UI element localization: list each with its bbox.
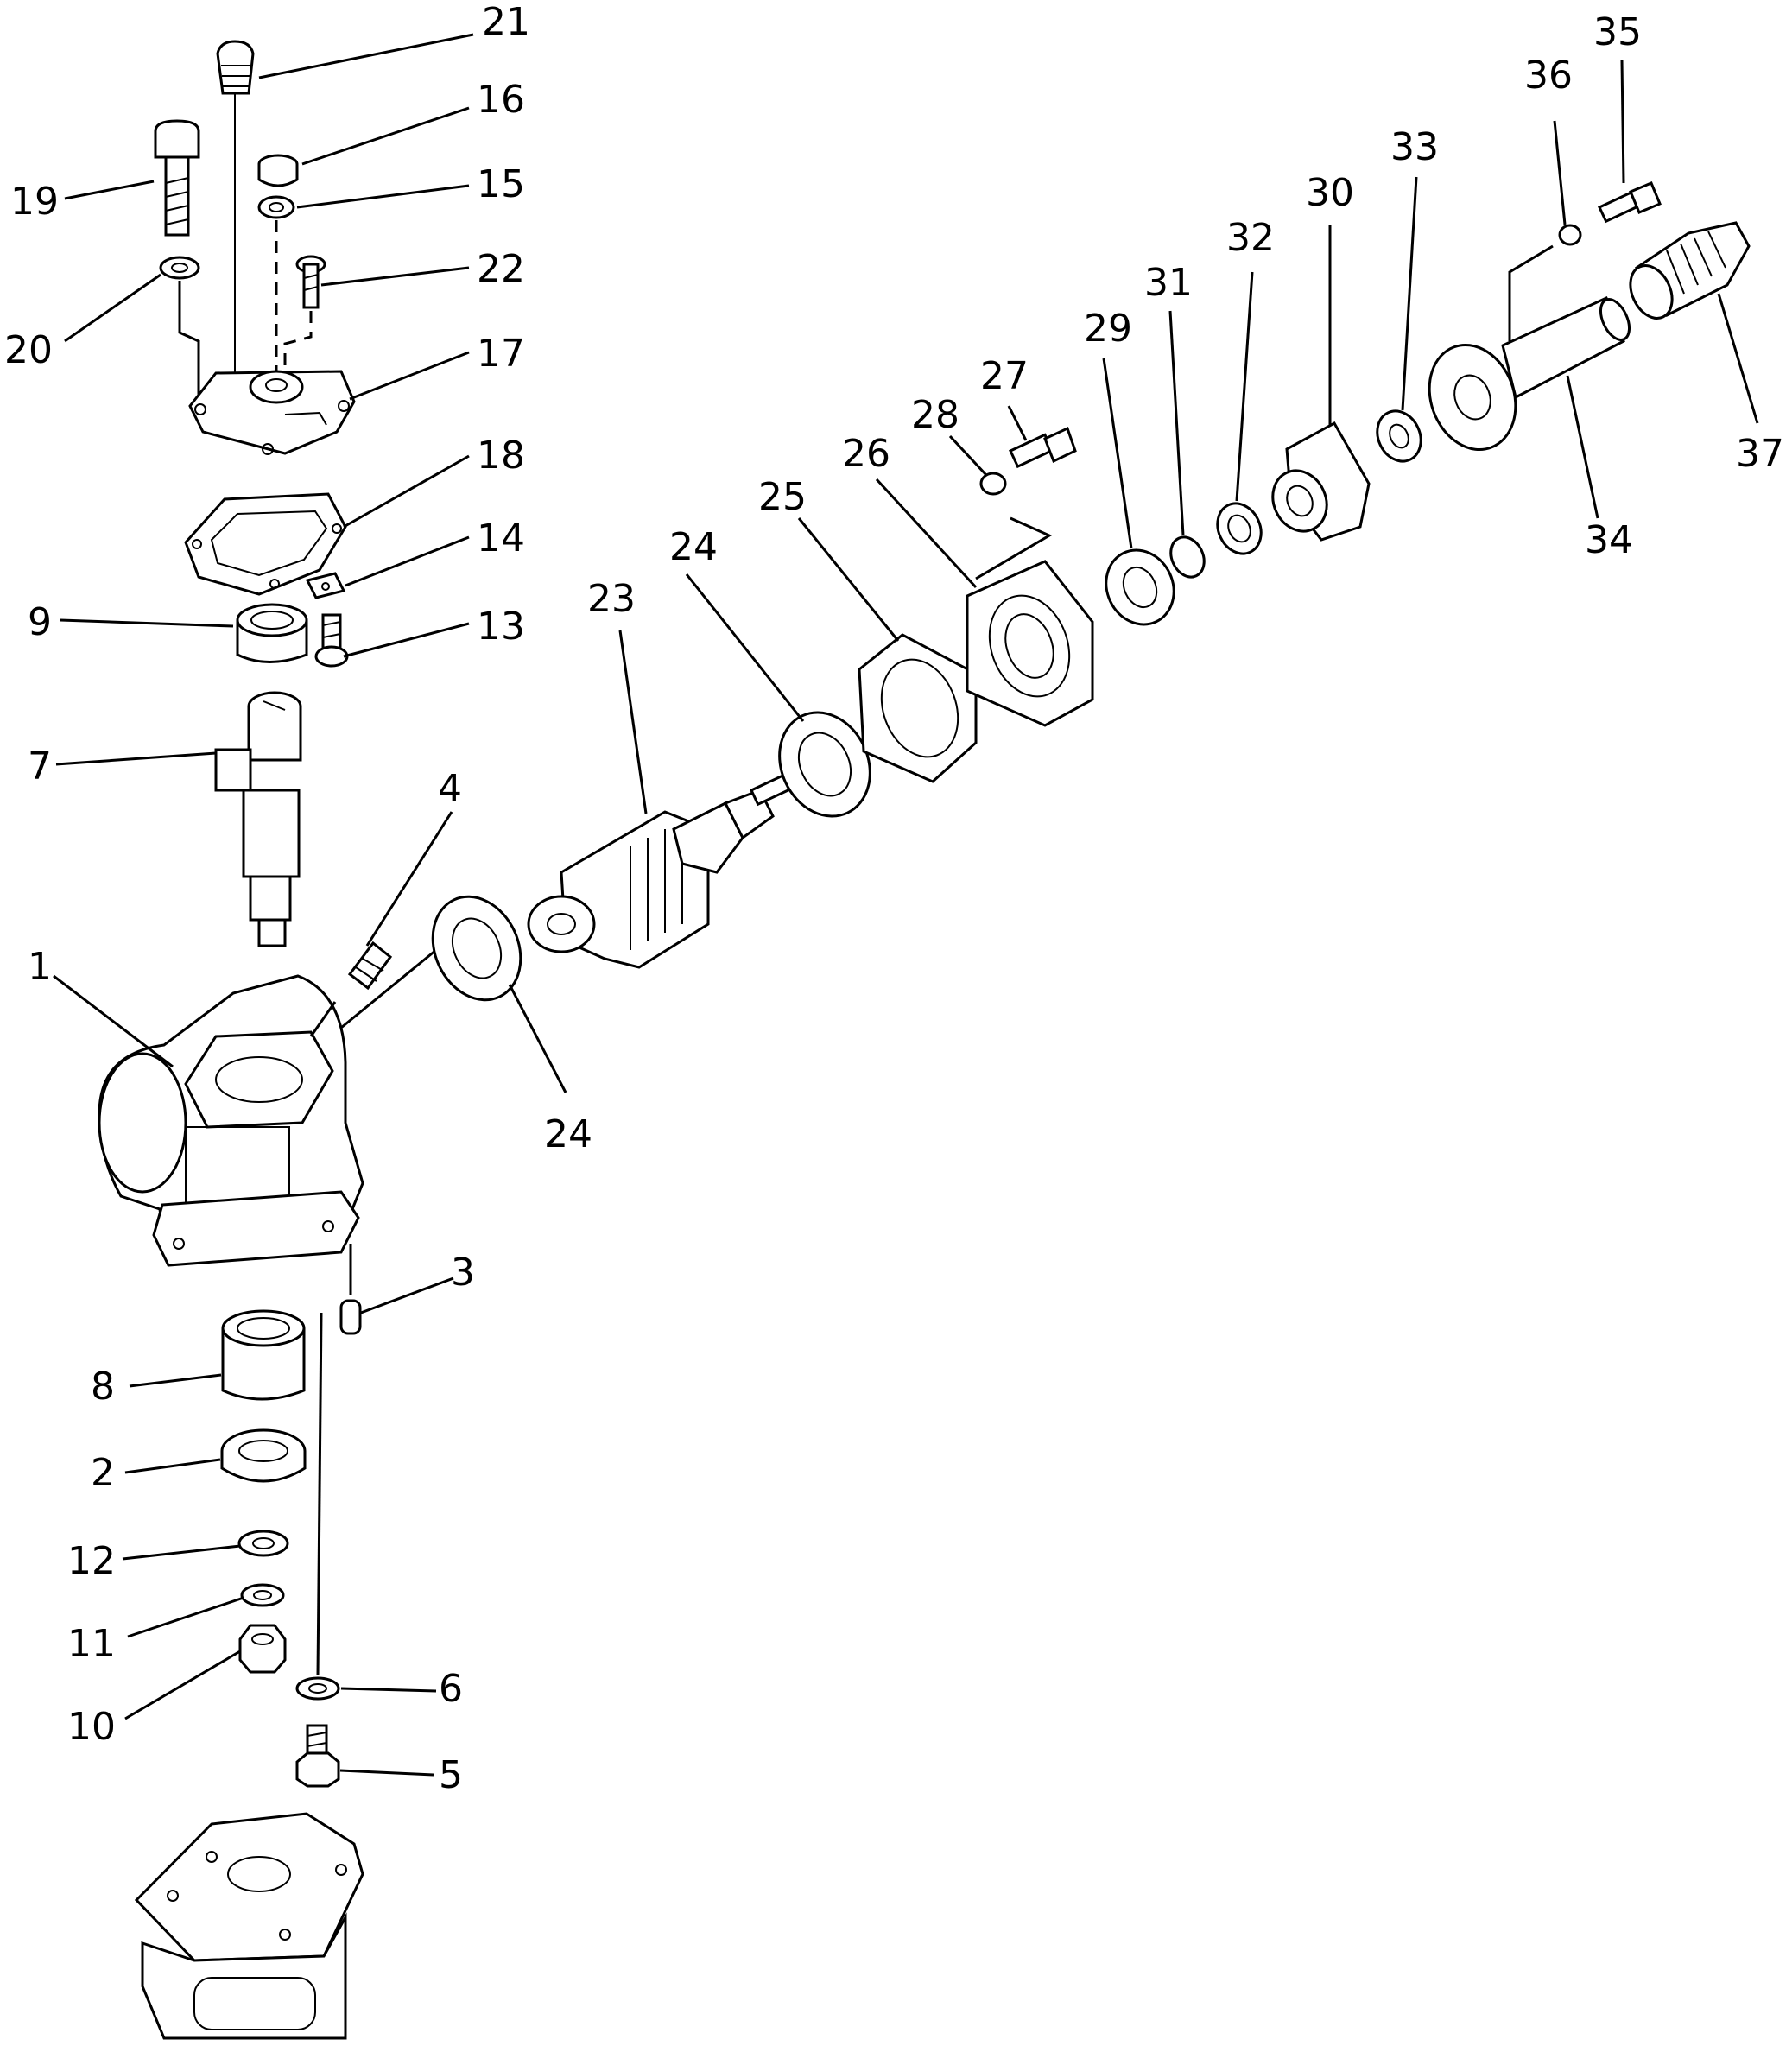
part-6-washer — [295, 1312, 340, 1700]
callout-3: 3 — [451, 1251, 475, 1295]
part-8-bushing — [221, 1309, 306, 1401]
part-33-bearing — [1376, 409, 1422, 463]
callout-labels: 21 16 15 22 17 18 14 13 19 20 9 7 4 1 3 … — [4, 0, 1784, 1797]
callout-21: 21 — [482, 0, 530, 44]
part-32-washer — [1216, 502, 1263, 555]
callout-19: 19 — [10, 180, 59, 224]
part-14-plate — [305, 572, 346, 599]
callout-33: 33 — [1390, 125, 1439, 169]
callout-22: 22 — [477, 247, 525, 291]
callout-36: 36 — [1524, 54, 1573, 98]
part-13-bolt — [314, 613, 349, 668]
callout-15: 15 — [477, 162, 525, 206]
callout-4: 4 — [438, 767, 462, 811]
callout-25: 25 — [758, 475, 807, 519]
part-7-shaft — [214, 691, 302, 947]
callout-32: 32 — [1226, 216, 1275, 260]
callout-8: 8 — [91, 1365, 115, 1409]
part-4-setscrew — [347, 940, 393, 991]
part-15-nut — [257, 195, 295, 371]
part-21-plug — [216, 40, 255, 380]
part-16-cap — [257, 154, 299, 187]
callout-5: 5 — [439, 1753, 463, 1797]
part-2-bearing — [220, 1428, 307, 1483]
callout-17: 17 — [477, 332, 525, 376]
part-36-washer — [1558, 224, 1582, 246]
callout-37: 37 — [1736, 432, 1784, 476]
callout-2: 2 — [91, 1451, 115, 1495]
part-3-pin — [339, 1244, 362, 1335]
part-17-cover — [188, 370, 356, 455]
part-30-flange — [1271, 421, 1371, 542]
part-29-bearing — [1105, 548, 1175, 626]
leader-lines — [53, 33, 1759, 1776]
callout-23: 23 — [587, 577, 636, 621]
callout-7: 7 — [28, 744, 52, 788]
callout-28: 28 — [911, 393, 959, 437]
callout-10: 10 — [67, 1705, 116, 1749]
part-26-retainer — [966, 516, 1094, 727]
base-casting — [134, 1812, 364, 2040]
callout-26: 26 — [842, 432, 890, 476]
part-10-nut — [238, 1624, 287, 1674]
part-37-coupling — [1629, 221, 1751, 320]
part-20-washer — [159, 256, 200, 397]
part-18-gasket — [184, 492, 347, 596]
callout-29: 29 — [1084, 307, 1132, 351]
part-1-housing — [98, 948, 437, 1267]
callout-9: 9 — [28, 600, 52, 644]
part-19-bolt — [154, 119, 200, 237]
callout-34: 34 — [1585, 518, 1633, 562]
part-35-bolt — [1598, 181, 1662, 224]
callout-6: 6 — [439, 1667, 463, 1711]
part-25-gasket — [858, 633, 978, 783]
callout-30: 30 — [1306, 171, 1354, 215]
callout-1: 1 — [28, 945, 52, 989]
callout-12: 12 — [67, 1539, 116, 1583]
callout-16: 16 — [477, 78, 525, 122]
part-34-shaft — [1428, 244, 1631, 452]
callout-18: 18 — [477, 434, 525, 478]
part-9-bearing — [236, 603, 308, 663]
part-28-washer — [979, 472, 1007, 496]
part-5-bolt — [295, 1724, 340, 1788]
callout-31: 31 — [1144, 261, 1193, 305]
callout-14: 14 — [477, 516, 525, 560]
callout-35: 35 — [1593, 10, 1642, 54]
part-22-screw — [283, 255, 326, 371]
part-23-gear-housing — [527, 774, 791, 969]
callout-11: 11 — [67, 1622, 116, 1666]
part-11-lockwasher — [240, 1583, 285, 1607]
callout-27: 27 — [980, 354, 1029, 398]
part-31-oring — [1169, 535, 1206, 579]
part-24-bearing-lower — [431, 895, 522, 1002]
callout-20: 20 — [4, 328, 53, 372]
part-27-bolt — [1009, 426, 1077, 469]
callout-24-upper: 24 — [669, 525, 718, 569]
callout-13: 13 — [477, 605, 525, 649]
callout-24-lower: 24 — [544, 1112, 592, 1156]
part-12-washer — [237, 1530, 289, 1557]
